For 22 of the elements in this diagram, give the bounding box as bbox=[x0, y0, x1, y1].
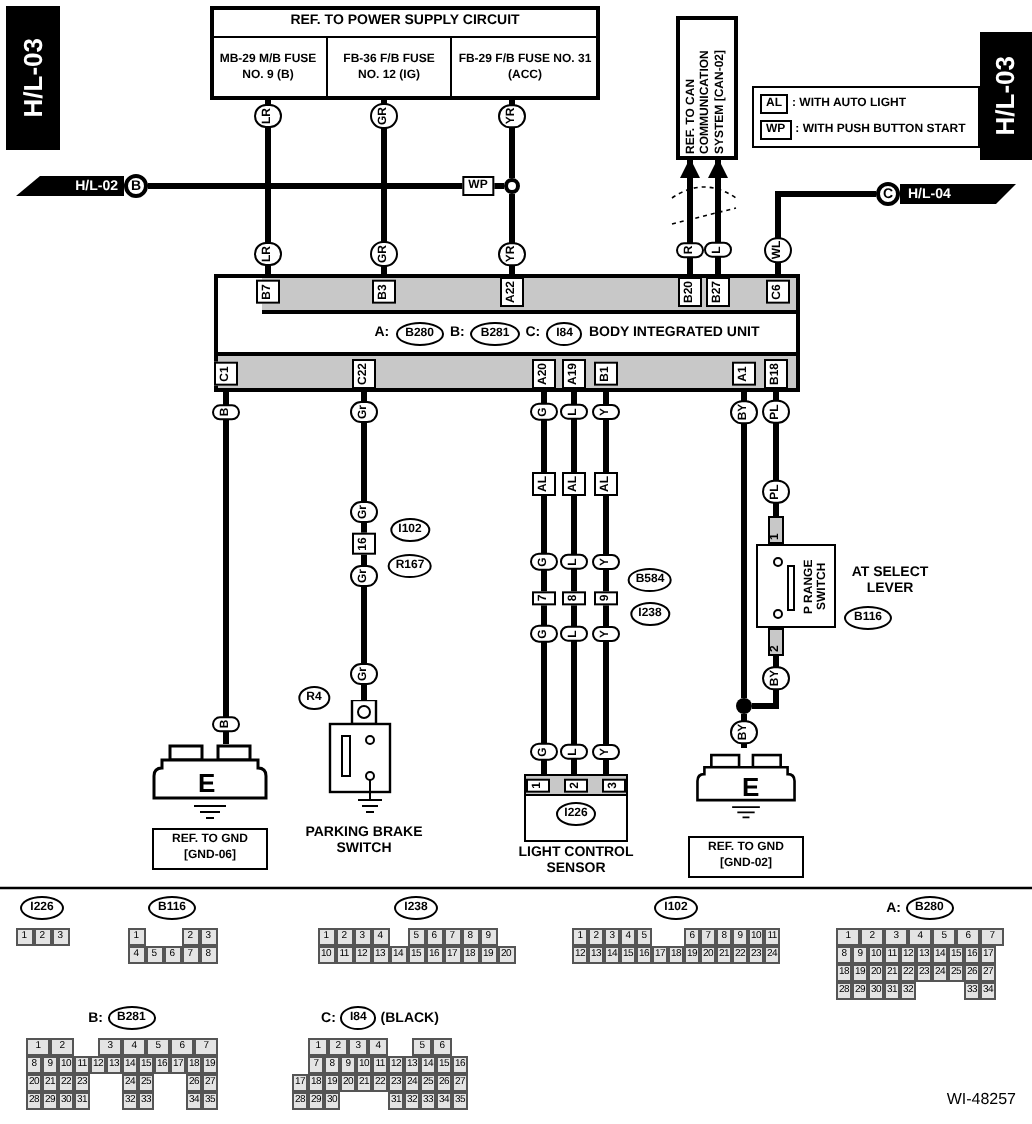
reference-box bbox=[688, 836, 804, 878]
wire bbox=[775, 191, 876, 274]
wire bbox=[741, 392, 747, 698]
wire bbox=[223, 392, 229, 744]
wire bbox=[509, 100, 515, 178]
wire bbox=[381, 100, 387, 274]
reference-box bbox=[210, 6, 600, 100]
wire bbox=[148, 183, 504, 189]
sensor-box bbox=[524, 774, 628, 842]
arrow bbox=[680, 158, 700, 274]
page-tab: H/L-03 bbox=[6, 6, 60, 150]
figure-number: WI-48257 bbox=[946, 1092, 1016, 1108]
page-tab: H/L-03 bbox=[980, 32, 1032, 160]
arrow bbox=[708, 158, 728, 274]
control-unit-box bbox=[214, 274, 800, 392]
wire bbox=[603, 392, 609, 774]
wire bbox=[509, 194, 515, 274]
wire bbox=[571, 392, 577, 774]
reference-box bbox=[152, 828, 268, 870]
reference-box bbox=[676, 16, 738, 160]
ground-letter: E bbox=[742, 774, 760, 800]
ground-letter: E bbox=[198, 770, 216, 796]
